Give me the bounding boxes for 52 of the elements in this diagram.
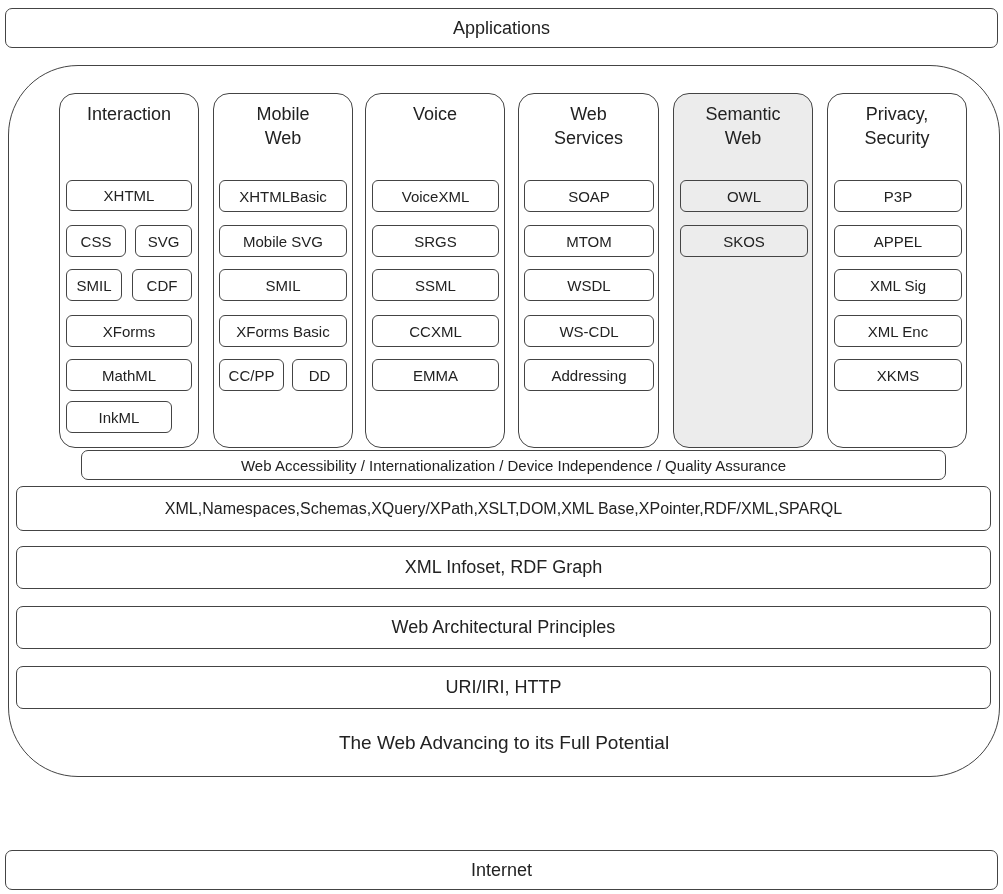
standard-box: InkML	[66, 401, 172, 433]
standard-box: XForms	[66, 315, 192, 347]
standard-box: XHTMLBasic	[219, 180, 347, 212]
layer-bar: Applications	[5, 8, 998, 48]
category-panel	[59, 93, 199, 448]
layer-bar: XML Infoset, RDF Graph	[16, 546, 991, 589]
standard-box: MathML	[66, 359, 192, 391]
standard-box: DD	[292, 359, 347, 391]
panel-heading: Voice	[411, 103, 458, 126]
panel-heading: Mobile Web	[255, 103, 311, 150]
panel-heading: Privacy, Security	[863, 103, 931, 150]
layer-bar: XML,Namespaces,Schemas,XQuery/XPath,XSLT,DOM,XML Base,XPointer,RDF/XML,SPARQL	[16, 486, 991, 531]
layer-bar: Web Architectural Principles	[16, 606, 991, 649]
layer-bar: Web Accessibility / Internationalization / Device Independence / Quality Assurance	[81, 450, 946, 480]
standard-box: SRGS	[372, 225, 499, 257]
standard-box: CSS	[66, 225, 126, 257]
category-panel	[518, 93, 659, 448]
standard-box: SMIL	[66, 269, 122, 301]
standard-box: SOAP	[524, 180, 654, 212]
category-panel	[827, 93, 967, 448]
standard-box: SSML	[372, 269, 499, 301]
standard-box: Mobile SVG	[219, 225, 347, 257]
standard-box: EMMA	[372, 359, 499, 391]
standard-box: WSDL	[524, 269, 654, 301]
panel-heading: Web Services	[553, 103, 624, 150]
standard-box: CCXML	[372, 315, 499, 347]
standard-box: CC/PP	[219, 359, 284, 391]
standard-box: SKOS	[680, 225, 808, 257]
standard-box: SVG	[135, 225, 192, 257]
standard-box: WS-CDL	[524, 315, 654, 347]
category-panel	[673, 93, 813, 448]
standard-box: SMIL	[219, 269, 347, 301]
layer-bar: Internet	[5, 850, 998, 890]
standard-box: VoiceXML	[372, 180, 499, 212]
category-panel	[365, 93, 505, 448]
standard-box: APPEL	[834, 225, 962, 257]
standard-box: XKMS	[834, 359, 962, 391]
standard-box: Addressing	[524, 359, 654, 391]
category-panel	[213, 93, 353, 448]
standard-box: MTOM	[524, 225, 654, 257]
layer-bar: URI/IRI, HTTP	[16, 666, 991, 709]
panel-heading: Interaction	[85, 103, 173, 126]
panel-caption: The Web Advancing to its Full Potential	[337, 732, 671, 754]
standard-box: CDF	[132, 269, 192, 301]
stack-panel	[8, 65, 1000, 777]
standard-box: XHTML	[66, 180, 192, 211]
standard-box: XML Sig	[834, 269, 962, 301]
standard-box: XForms Basic	[219, 315, 347, 347]
standard-box: OWL	[680, 180, 808, 212]
standard-box: P3P	[834, 180, 962, 212]
panel-heading: Semantic Web	[704, 103, 782, 150]
standard-box: XML Enc	[834, 315, 962, 347]
